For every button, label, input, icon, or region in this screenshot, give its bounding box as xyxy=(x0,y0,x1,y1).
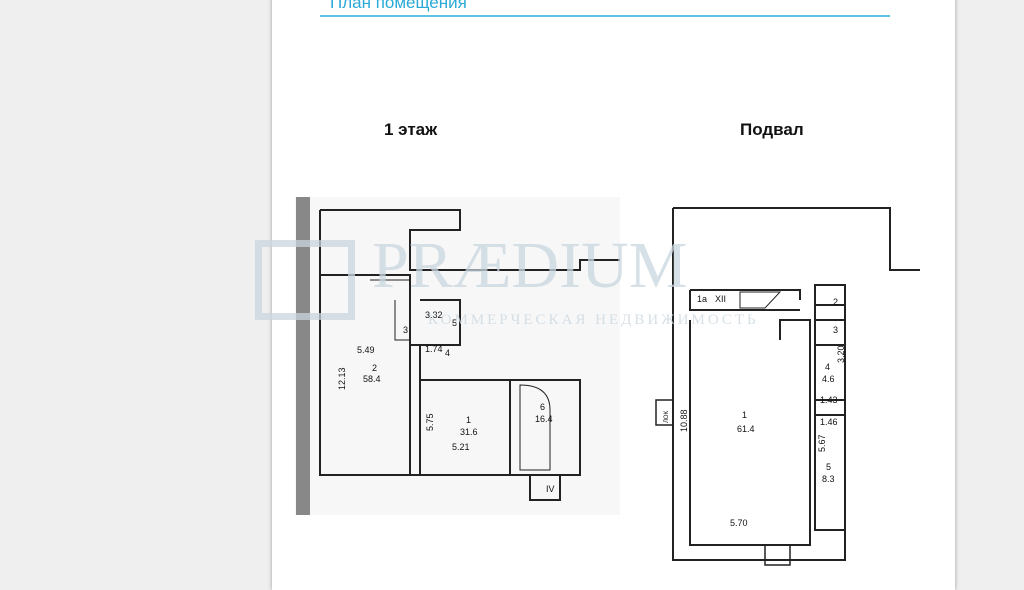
room-label: 1.46 xyxy=(820,417,838,427)
room-label: XII xyxy=(715,294,726,304)
room-label: 5.21 xyxy=(452,442,470,452)
room-label: 4 xyxy=(825,362,830,372)
room-label: 5 xyxy=(826,462,831,472)
room-label: 5.70 xyxy=(730,518,748,528)
title-divider xyxy=(320,15,890,17)
room-label: 12.13 xyxy=(337,367,347,390)
room-label: 1.43 xyxy=(820,395,838,405)
room-label: 2 xyxy=(833,297,838,307)
room-label: 1.74 xyxy=(425,344,443,354)
floor1-heading: 1 этаж xyxy=(384,120,438,139)
watermark-brand: PRÆDIUM xyxy=(372,229,688,302)
room-label: 10.88 xyxy=(679,409,689,432)
room-label: ЛОК xyxy=(664,410,670,423)
room-label: 4.6 xyxy=(822,374,835,384)
basement-labels: 1a XII 2 3 4 4.6 3.20 1.43 1.46 5.67 5 8… xyxy=(664,294,846,528)
room-label: 2 xyxy=(372,363,377,373)
room-label: 16.4 xyxy=(535,414,553,424)
room-label: 61.4 xyxy=(737,424,755,434)
room-label: 1 xyxy=(742,410,747,420)
room-label: 5.67 xyxy=(817,434,827,452)
floor1-labels: 3.32 5 3 1.74 4 5.49 2 58.4 12.13 5.75 1… xyxy=(337,310,555,494)
room-label: 3.20 xyxy=(836,345,846,363)
watermark-tagline: КОММЕРЧЕСКАЯ НЕДВИЖИМОСТЬ xyxy=(428,312,759,328)
room-label: 3.32 xyxy=(425,310,443,320)
watermark-logo-icon xyxy=(255,240,355,320)
room-label: 5.49 xyxy=(357,345,375,355)
room-label: 1a xyxy=(697,294,707,304)
basement-heading: Подвал xyxy=(740,120,804,139)
room-label: 1 xyxy=(466,415,471,425)
room-label: 8.3 xyxy=(822,474,835,484)
room-label: 5.75 xyxy=(425,413,435,431)
room-label: IV xyxy=(546,484,555,494)
basement-plan xyxy=(655,207,920,566)
room-label: 3 xyxy=(833,325,838,335)
section-title: План помещения xyxy=(330,0,467,12)
room-label: 58.4 xyxy=(363,374,381,384)
room-label: 5 xyxy=(452,318,457,328)
room-label: 4 xyxy=(445,348,450,358)
room-label: 6 xyxy=(540,402,545,412)
room-label: 3 xyxy=(403,325,408,335)
room-label: 31.6 xyxy=(460,427,478,437)
